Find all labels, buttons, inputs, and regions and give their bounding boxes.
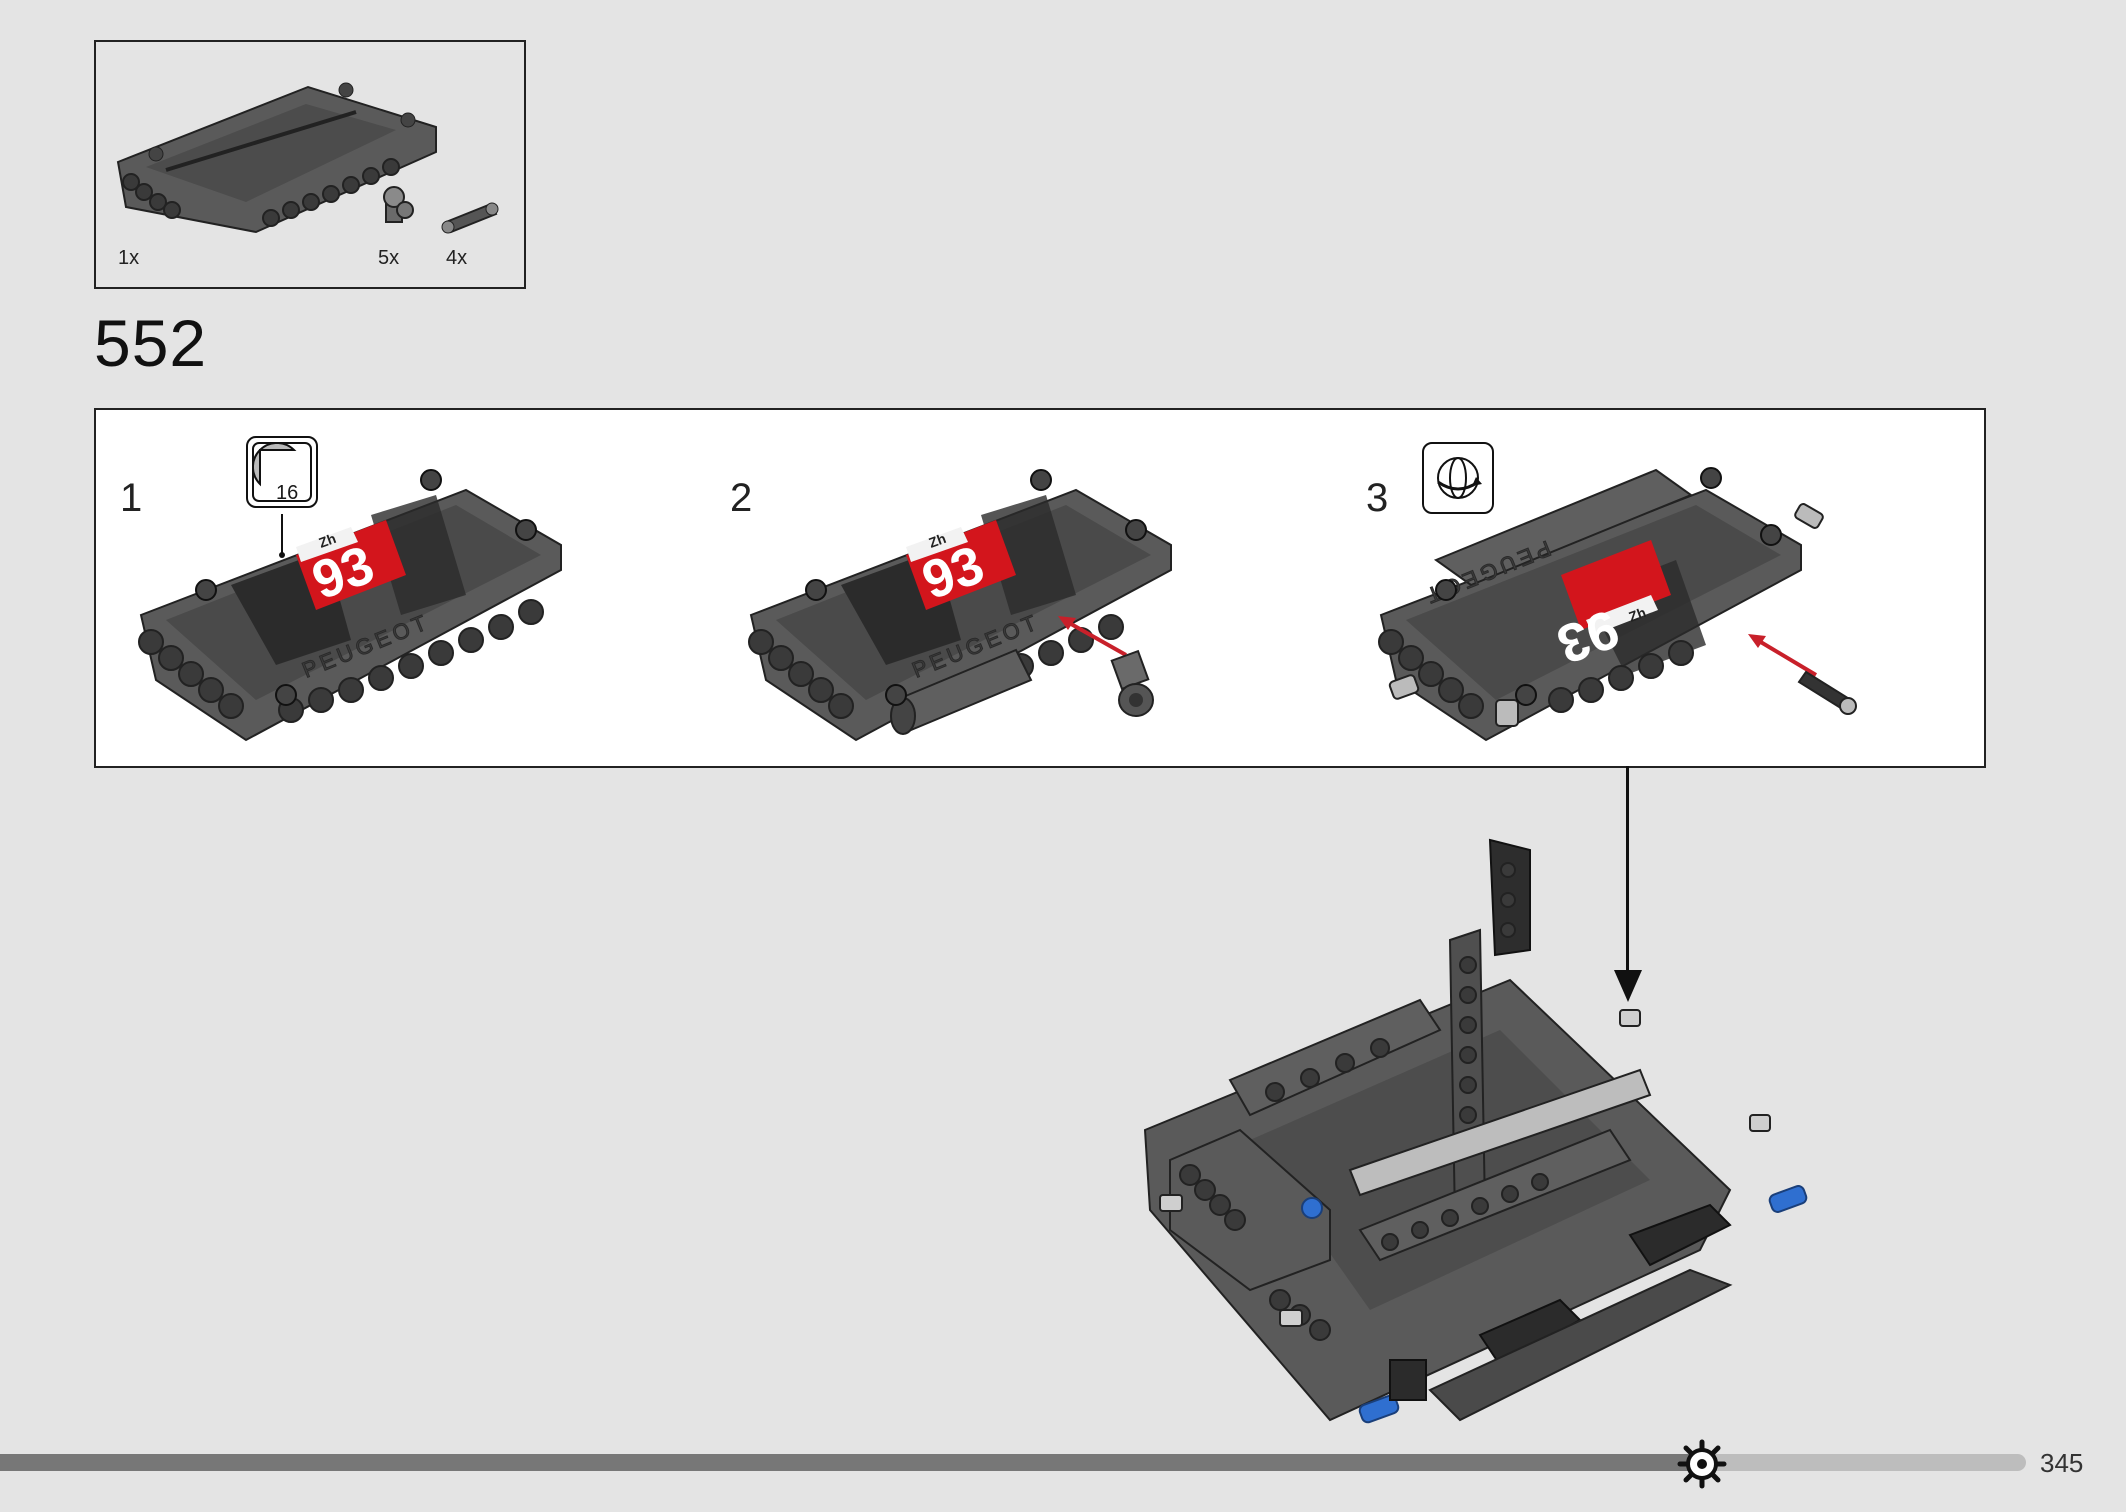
page-number: 345 — [2040, 1448, 2084, 1478]
progress-gear-icon — [1677, 1439, 1727, 1489]
part-qty-friction-pin: 4x — [446, 247, 468, 269]
substeps-panel: 1 16 93 Zh PEUGEOT 2 — [94, 408, 1986, 768]
sticker-number: 16 — [276, 482, 299, 504]
decal-tag: Zh — [927, 530, 949, 551]
substep-number-2: 2 — [730, 476, 753, 520]
parts-list: 1x 5x 4x — [94, 40, 526, 289]
rotate-model-icon — [1437, 457, 1482, 499]
friction-pin-icon — [441, 202, 499, 234]
main-assembly-illustration — [1143, 838, 1808, 1424]
sticker-callout: 16 — [246, 436, 318, 508]
parts-illustration — [116, 82, 499, 234]
pin-with-bush-icon — [383, 186, 414, 223]
attach-arrow-head — [1614, 970, 1642, 1002]
progress-fill — [0, 1454, 1702, 1471]
substep-number-1: 1 — [120, 476, 143, 520]
substep-3-illustration: 93 Zh PEUGEOT — [1378, 467, 1857, 742]
friction-pin-part — [1797, 670, 1857, 715]
sticker-sheet-icon — [254, 444, 297, 487]
substep-1-illustration: 93 Zh PEUGEOT — [138, 469, 562, 742]
substep-2-illustration: 93 Zh PEUGEOT — [748, 469, 1172, 742]
insert-arrow — [1752, 636, 1818, 677]
part-qty-panel: 1x — [118, 247, 140, 269]
decal-tag: Zh — [317, 530, 339, 551]
panel-icon — [116, 82, 437, 234]
decal-tag: Zh — [1627, 604, 1649, 625]
pin-with-bush-part — [1110, 649, 1154, 717]
decal-93-backing — [296, 520, 406, 610]
part-qty-pin-bush: 5x — [378, 247, 400, 269]
insert-arrow — [1063, 618, 1127, 657]
step-number: 552 — [94, 306, 208, 380]
substep-number-3: 3 — [1366, 476, 1389, 520]
attach-connector-line — [1626, 766, 1629, 994]
rotate-callout — [1422, 442, 1494, 514]
